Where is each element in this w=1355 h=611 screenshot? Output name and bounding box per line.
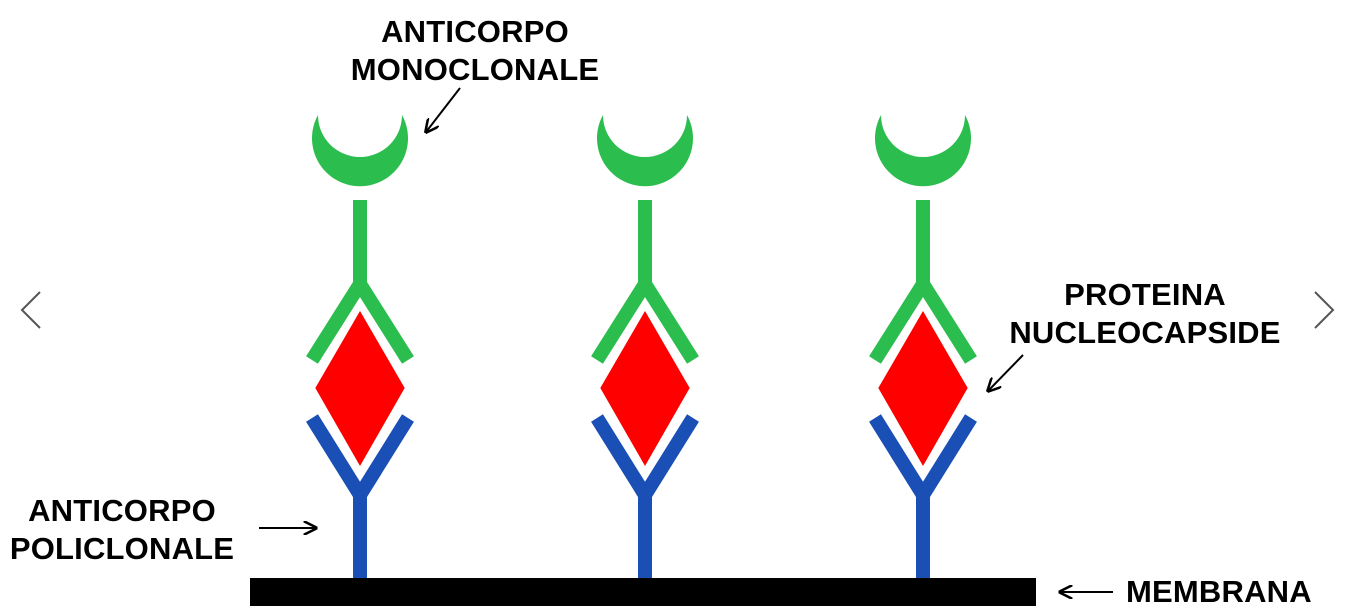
antibody-complex-3 (875, 115, 971, 578)
nucleocapsid-label-line-1: PROTEINA (1000, 276, 1290, 314)
polyclonal-label-line-1: ANTICORPO (8, 492, 236, 530)
monoclonal-binding-site (312, 115, 408, 186)
antibody-complex-2 (597, 115, 693, 578)
monoclonal-binding-site (875, 115, 971, 186)
monoclonal-arrow (426, 88, 460, 132)
monoclonal-antibody-label: ANTICORPO MONOCLONALE (339, 13, 611, 89)
next-slide-button[interactable] (1305, 280, 1345, 340)
polyclonal-label-line-2: POLICLONALE (8, 530, 236, 568)
chevron-left-icon (10, 280, 50, 340)
nucleocapsid-label-line-2: NUCLEOCAPSIDE (1000, 314, 1290, 352)
polyclonal-antibody-label: ANTICORPO POLICLONALE (8, 492, 236, 568)
nucleocapsid-protein-label: PROTEINA NUCLEOCAPSIDE (1000, 276, 1290, 352)
antibody-complex-1 (312, 115, 408, 578)
membrane-label: MEMBRANA (1126, 573, 1312, 611)
membrane-bar (250, 578, 1036, 606)
monoclonal-label-line-2: MONOCLONALE (339, 51, 611, 89)
nucleocapsid-arrow (988, 355, 1023, 391)
monoclonal-binding-site (597, 115, 693, 186)
chevron-right-icon (1305, 280, 1345, 340)
prev-slide-button[interactable] (10, 280, 50, 340)
monoclonal-label-line-1: ANTICORPO (339, 13, 611, 51)
